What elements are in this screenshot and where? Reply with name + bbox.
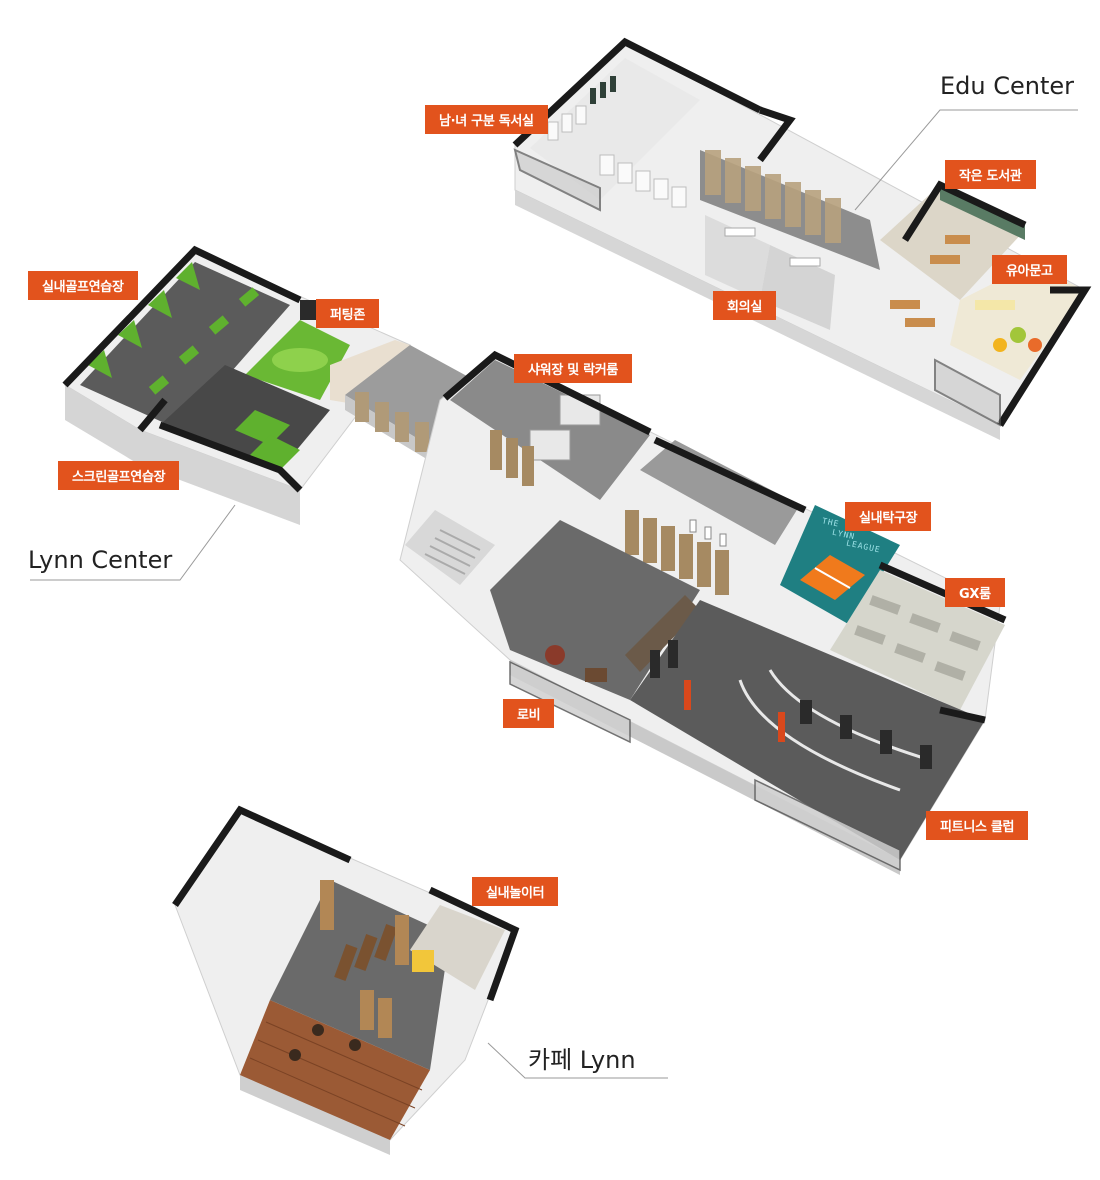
label-gx-room: GX룸	[945, 578, 1005, 607]
reading-room-floor	[530, 58, 700, 200]
label-putting-zone: 퍼팅존	[316, 299, 379, 328]
cafe-deck-floor	[240, 1000, 430, 1140]
label-indoor-playground: 실내놀이터	[472, 877, 559, 906]
cafe-lynn-title: 카페 Lynn	[528, 1046, 636, 1074]
meeting-room-floor	[705, 215, 770, 300]
lynn-center-title: Lynn Center	[28, 546, 173, 574]
label-reading-room: 남·녀 구분 독서실	[425, 105, 548, 134]
label-table-tennis: 실내탁구장	[845, 502, 932, 531]
golf-block	[62, 245, 411, 525]
cafe-block	[172, 805, 520, 1155]
label-shower-locker: 샤워장 및 락커룸	[514, 354, 633, 383]
fitness-block	[399, 350, 1007, 875]
leader-lines	[30, 109, 1078, 1079]
edu-center-title: Edu Center	[940, 72, 1075, 100]
label-fitness-club: 피트니스 클럽	[926, 811, 1029, 840]
label-lobby: 로비	[503, 699, 555, 728]
label-small-library: 작은 도서관	[945, 160, 1036, 189]
playground-floor	[410, 905, 505, 990]
fitness-club-floor	[630, 600, 985, 860]
label-screen-golf: 스크린골프연습장	[58, 461, 180, 490]
label-kids-library: 유아문고	[992, 255, 1067, 284]
stairwell	[405, 510, 495, 585]
label-meeting-room: 회의실	[713, 291, 776, 320]
label-indoor-golf: 실내골프연습장	[28, 271, 138, 300]
indoor-golf-floor	[80, 262, 290, 430]
kids-library-floor	[950, 265, 1085, 380]
